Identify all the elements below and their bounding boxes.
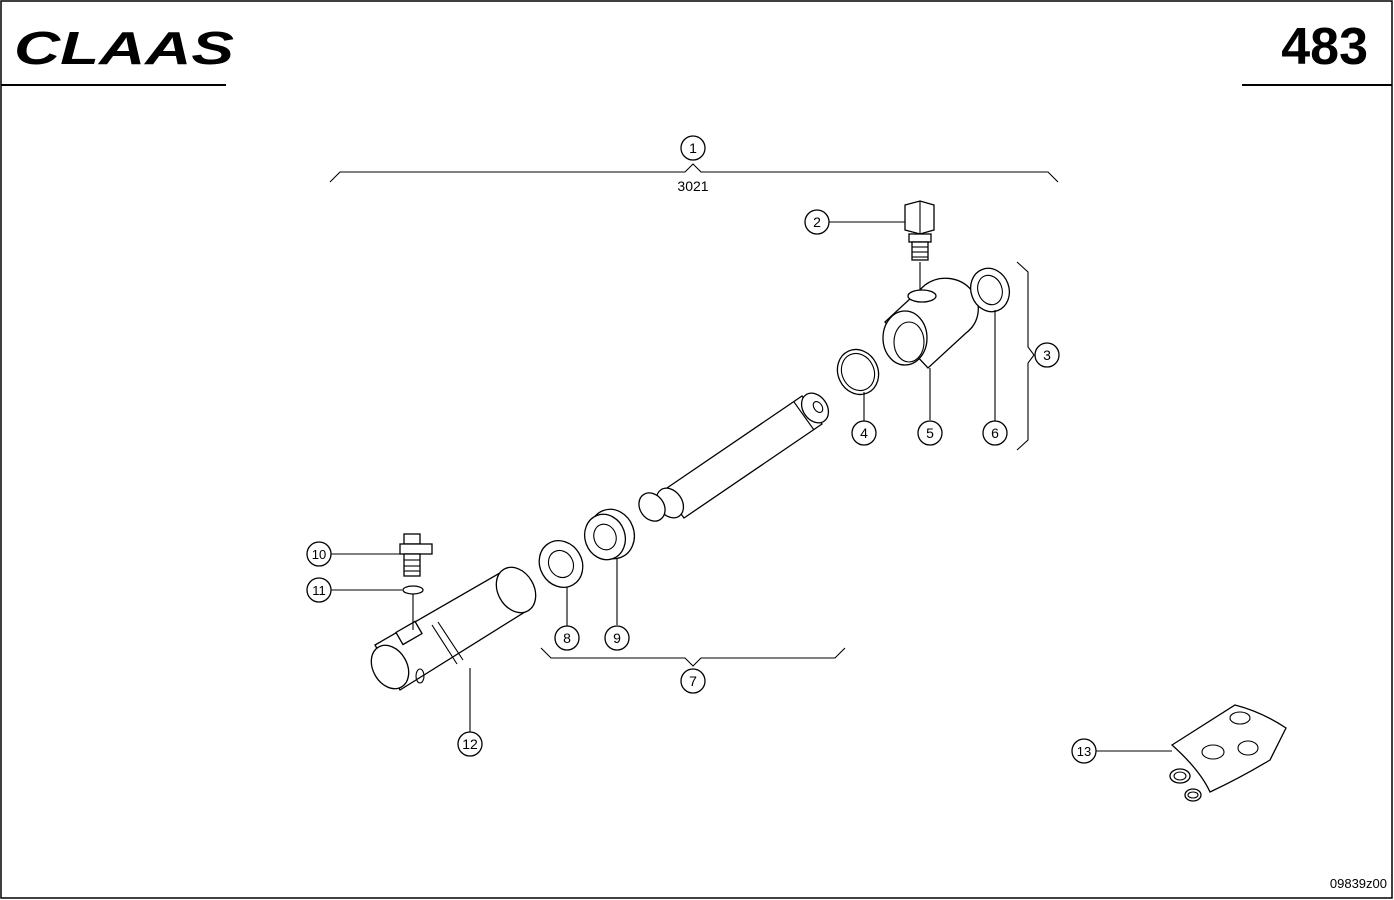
callout-7[interactable]: 7 <box>680 668 706 694</box>
callout-8[interactable]: 8 <box>554 625 580 651</box>
svg-text:10: 10 <box>312 547 326 562</box>
callout-3[interactable]: 3 <box>1034 342 1060 368</box>
bracket-assembly-1 <box>329 163 1059 183</box>
svg-text:13: 13 <box>1077 744 1091 759</box>
part-8-washer <box>538 540 584 588</box>
callout-13[interactable]: 13 <box>1071 738 1097 764</box>
callout-11[interactable]: 11 <box>306 577 332 603</box>
drawing-code: 09839z00 <box>1330 876 1387 891</box>
svg-text:7: 7 <box>689 673 697 689</box>
svg-text:11: 11 <box>312 583 326 598</box>
callout-1[interactable]: 1 <box>680 135 706 161</box>
assembly-number: 3021 <box>677 178 708 194</box>
bracket-7 <box>540 647 846 667</box>
callout-12[interactable]: 12 <box>457 731 483 757</box>
part-11-seal-ring <box>402 585 424 595</box>
svg-text:5: 5 <box>926 425 934 441</box>
part-piston-rod <box>638 392 830 522</box>
callout-9[interactable]: 9 <box>604 625 630 651</box>
callout-2[interactable]: 2 <box>804 209 830 235</box>
part-10-fitting <box>399 533 433 577</box>
page-number: 483 <box>1281 18 1368 76</box>
callout-4[interactable]: 4 <box>851 420 877 446</box>
part-12-cylinder-body <box>370 566 537 691</box>
svg-text:1: 1 <box>689 140 697 156</box>
bracket-3 <box>1016 261 1035 451</box>
callout-6[interactable]: 6 <box>982 420 1008 446</box>
claas-logo: CLAAS <box>14 22 234 74</box>
svg-text:3: 3 <box>1043 347 1051 363</box>
part-6-ring <box>969 267 1011 313</box>
callout-5[interactable]: 5 <box>917 420 943 446</box>
part-2-fitting <box>904 200 935 261</box>
svg-text:9: 9 <box>613 630 621 646</box>
svg-text:8: 8 <box>563 630 571 646</box>
part-4-o-ring <box>836 348 880 396</box>
part-5-cylinder-head <box>882 277 979 369</box>
callout-10[interactable]: 10 <box>306 541 332 567</box>
svg-text:2: 2 <box>813 214 821 230</box>
part-13-seal-kit <box>1169 704 1287 802</box>
svg-text:6: 6 <box>991 425 999 441</box>
svg-text:12: 12 <box>462 736 478 752</box>
svg-text:4: 4 <box>860 425 868 441</box>
part-9-piston <box>583 508 636 561</box>
